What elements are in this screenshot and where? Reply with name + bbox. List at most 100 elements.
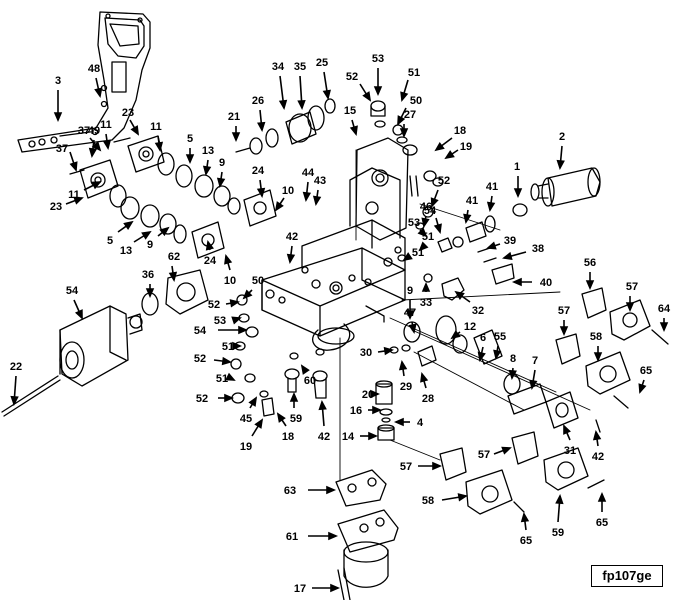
callout-arrowhead [399,128,409,139]
callout-label-3: 3 [55,75,61,87]
callout-arrowhead [420,372,429,383]
callout-label-34: 34 [272,61,285,73]
callout-label-11: 11 [68,189,80,201]
callout-arrowhead [513,188,523,199]
callout-label-26: 26 [252,95,264,107]
callout-arrowhead [430,197,439,208]
callout-arrowhead [53,112,63,123]
callout-label-17: 17 [294,583,306,595]
callout-arrowhead [94,87,103,98]
callout-arrowhead [185,154,195,165]
callout-label-60: 60 [304,375,316,387]
callout-arrowhead [229,299,241,308]
callout-label-51: 51 [412,247,424,259]
callout-arrowhead [205,240,214,251]
callout-arrowhead [328,531,339,541]
callout-label-52: 52 [346,71,358,83]
callout-arrowhead [400,91,409,102]
callout-label-19: 19 [460,141,472,153]
callout-arrowhead [10,395,19,407]
callout-label-24: 24 [204,255,217,267]
callout-label-44: 44 [302,167,315,179]
callout-arrowhead [432,461,443,471]
callout-label-15: 15 [344,105,356,117]
callout-arrowhead [289,391,299,402]
callout-arrowhead [73,196,84,205]
callout-label-5: 5 [107,235,113,247]
callout-arrowhead [318,399,327,411]
callout-label-13: 13 [202,145,214,157]
callout-label-51: 51 [422,231,434,243]
callout-label-40: 40 [540,277,552,289]
callout-arrowhead [457,493,469,502]
callout-label-25: 25 [316,57,328,69]
callout-label-23: 23 [50,201,62,213]
callout-arrowhead [322,89,331,101]
callout-arrowhead [231,132,241,143]
pump-assembly-part [1,269,209,417]
callout-arrowhead [372,405,383,415]
callout-arrowhead [563,424,571,435]
callout-label-43: 43 [314,175,326,187]
callout-arrowhead [434,141,445,152]
callout-label-48: 48 [88,63,100,75]
callout-label-28: 28 [422,393,434,405]
callout-label-52: 52 [438,175,450,187]
callout-label-18: 18 [454,125,466,137]
callout-arrowhead [286,253,296,265]
callout-label-16: 16 [350,405,362,417]
callout-label-21: 21 [228,111,240,123]
callout-arrowhead [257,121,266,133]
callout-leaders [10,68,669,593]
callout-label-33: 33 [420,297,432,309]
callout-arrowhead [312,195,322,207]
callout-arrowhead [154,141,164,153]
callout-arrowhead [91,141,102,152]
callout-arrowhead [362,91,372,102]
callout-label-38: 38 [532,243,544,255]
callout-arrowhead [91,181,102,190]
callout-arrowhead [493,349,502,361]
callout-label-32: 32 [472,305,484,317]
gear-stack-part [235,98,336,155]
callout-label-46: 46 [420,201,432,213]
callout-label-10: 10 [282,185,294,197]
callout-arrowhead [486,201,496,213]
callout-label-10: 10 [224,275,236,287]
callout-arrowhead [511,277,522,287]
callout-label-42: 42 [318,431,330,443]
callout-label-51: 51 [222,341,234,353]
callout-arrowhead [659,322,669,333]
callout-arrowhead [529,379,538,391]
callout-label-56: 56 [584,257,596,269]
solenoid-valves [439,287,669,515]
callout-label-45: 45 [240,413,252,425]
callout-label-54: 54 [194,325,207,337]
callout-arrowhead [555,493,564,505]
callout-arrowhead [502,251,513,261]
callout-label-9: 9 [219,157,225,169]
plate-and-sensor [507,383,579,429]
callout-arrowhead [405,310,415,321]
callout-label-58: 58 [590,331,602,343]
callout-label-31: 31 [564,445,576,457]
callout-label-7: 7 [532,355,538,367]
callout-arrowhead [397,115,406,126]
callout-label-54: 54 [66,285,79,297]
callout-label-29: 29 [400,381,412,393]
callout-label-30: 30 [360,347,372,359]
callout-label-18: 18 [282,431,294,443]
callout-label-65: 65 [596,517,608,529]
callout-arrowhead [638,383,647,394]
callout-arrowhead [130,125,140,136]
callout-arrowhead [278,99,288,111]
callout-label-24: 24 [252,165,265,177]
callout-label-1: 1 [514,161,520,173]
callout-arrowhead [421,217,430,228]
callout-label-52: 52 [208,299,220,311]
callout-arrowhead [556,159,565,171]
callout-arrowhead [559,326,569,337]
callout-label-11: 11 [100,119,112,131]
callout-arrowhead [444,150,455,160]
